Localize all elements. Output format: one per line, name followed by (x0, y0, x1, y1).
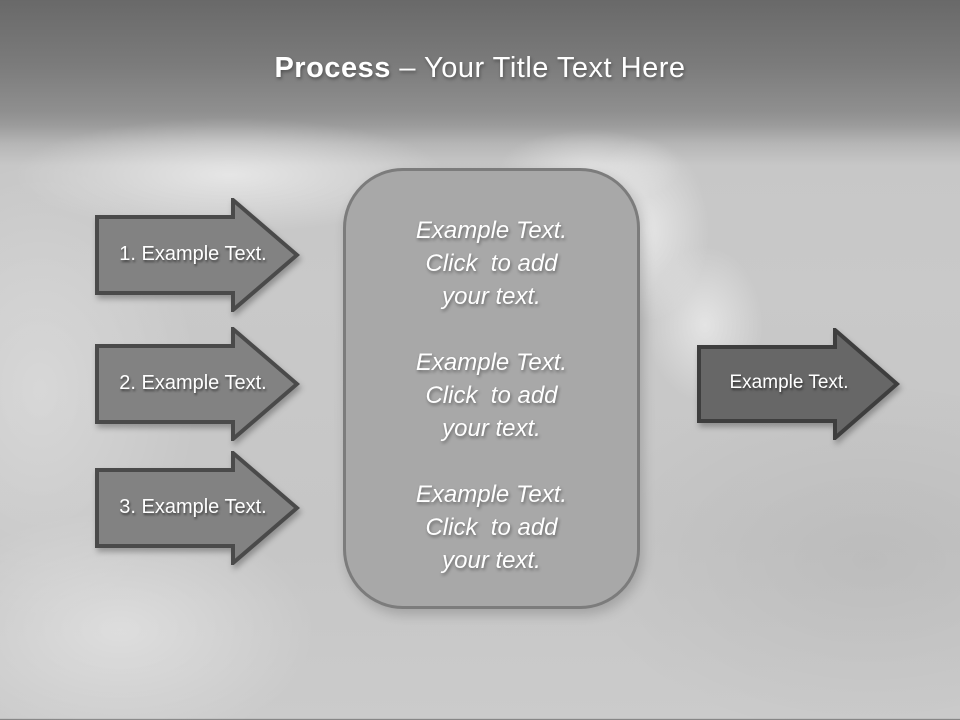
panel-text-line: Click to add (425, 250, 558, 277)
panel-text-line: Example Text. (415, 349, 568, 376)
panel-text-block-2[interactable]: Example Text. Click to add your text. (346, 346, 637, 445)
right-arrow-icon (95, 451, 300, 565)
center-text-panel[interactable]: Example Text. Click to add your text. Ex… (343, 168, 640, 609)
process-arrow-1[interactable]: 1. Example Text. (95, 198, 300, 312)
panel-text-block-3[interactable]: Example Text. Click to add your text. (346, 478, 637, 577)
right-arrow-icon (697, 328, 900, 440)
panel-text-line: Example Text. (415, 217, 568, 244)
result-arrow[interactable]: Example Text. (697, 328, 900, 440)
panel-text-line: your text. (442, 415, 541, 442)
panel-text-line: your text. (442, 547, 541, 574)
slide-title-text: – Your Title Text Here (399, 52, 686, 84)
panel-text-line: your text. (442, 283, 541, 310)
panel-text-line: Click to add (425, 382, 558, 409)
right-arrow-icon (95, 198, 300, 312)
panel-text-line: Example Text. (415, 481, 568, 508)
slide-title[interactable]: Process – Your Title Text Here (0, 52, 960, 85)
process-arrow-2[interactable]: 2. Example Text. (95, 327, 300, 441)
panel-text-line: Click to add (425, 514, 558, 541)
slide-title-keyword: Process (274, 52, 391, 84)
right-arrow-icon (95, 327, 300, 441)
panel-text-block-1[interactable]: Example Text. Click to add your text. (346, 214, 637, 313)
process-arrow-3[interactable]: 3. Example Text. (95, 451, 300, 565)
